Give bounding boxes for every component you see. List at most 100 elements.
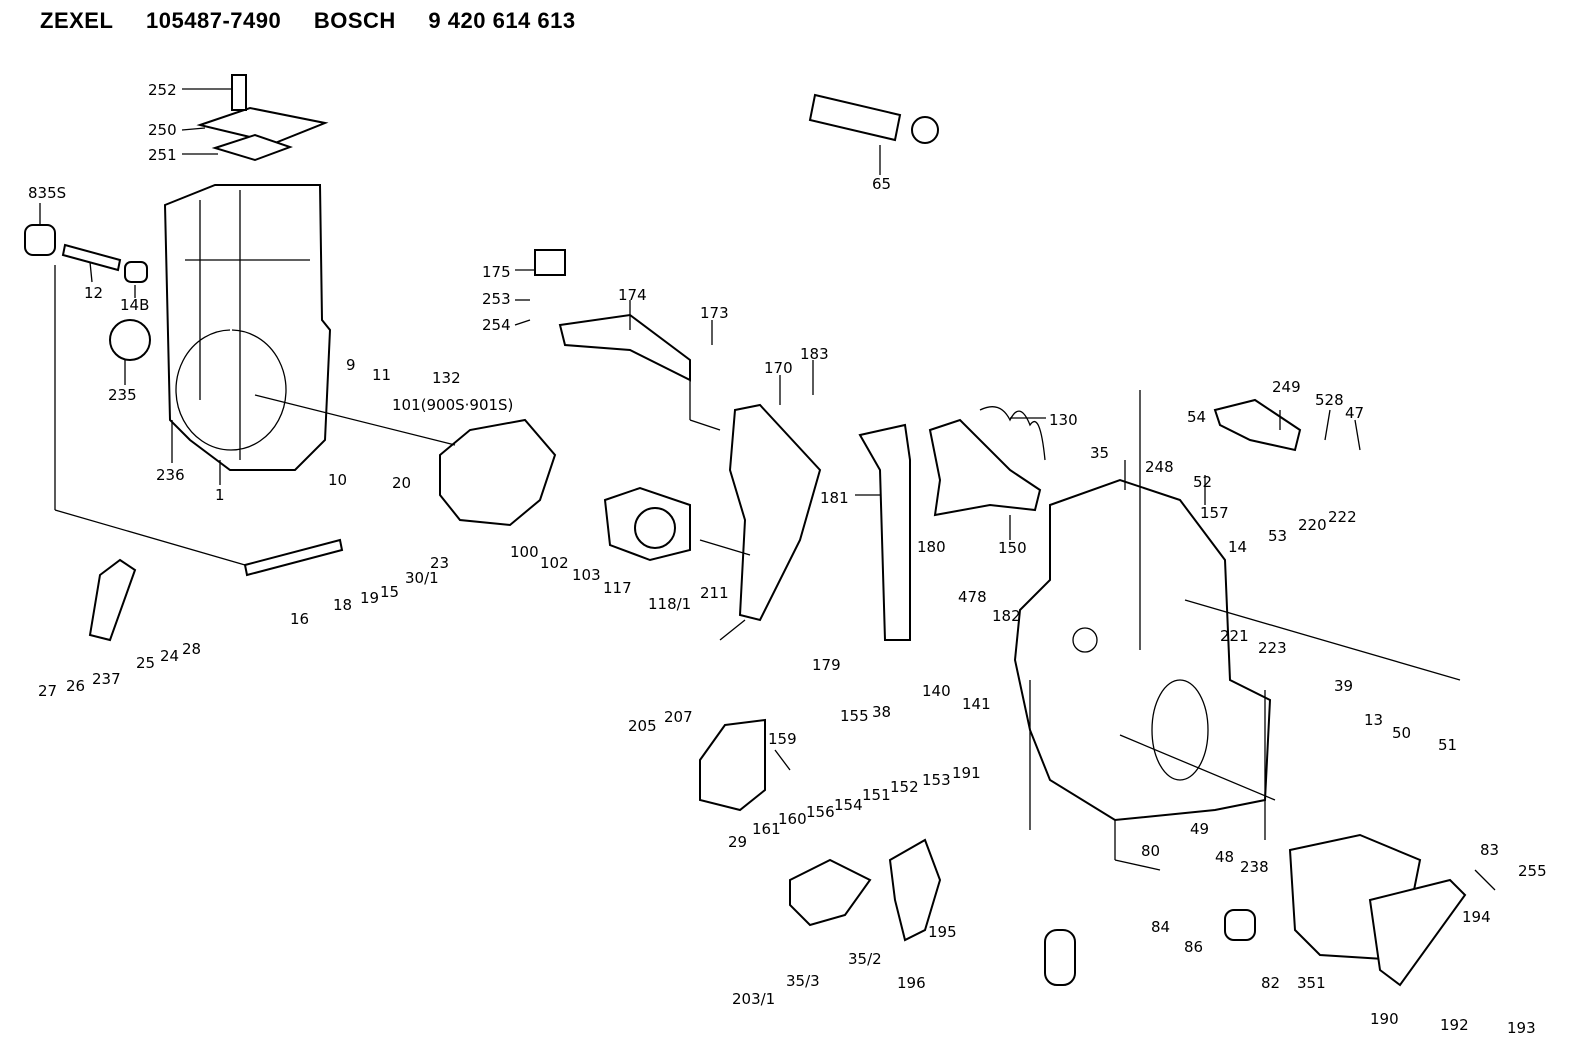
lever-26	[88, 558, 137, 642]
part-label: 194	[1462, 908, 1491, 926]
part-label: 255	[1518, 862, 1547, 880]
part-label: 35	[1090, 444, 1109, 462]
spring-130	[979, 406, 1046, 461]
part-label: 65	[872, 175, 891, 193]
part-label: 83	[1480, 841, 1499, 859]
part-label: 195	[928, 923, 957, 941]
tension-lever-170	[728, 403, 822, 622]
part-label: 196	[897, 974, 926, 992]
plate-255	[1368, 878, 1467, 987]
part-label: 16	[290, 610, 309, 628]
valve-65-end	[911, 116, 939, 144]
bolt-252	[231, 74, 247, 111]
part-label: 190	[1370, 1010, 1399, 1028]
part-label: 52	[1193, 473, 1212, 491]
header-brand-zexel: ZEXEL	[40, 8, 114, 33]
block-175	[534, 249, 566, 276]
part-label: 10	[328, 471, 347, 489]
part-label: 28	[182, 640, 201, 658]
part-label: 100	[510, 543, 539, 561]
part-label: 160	[778, 810, 807, 828]
sleeve-196	[1044, 929, 1076, 986]
part-label: 103	[572, 566, 601, 584]
part-label: 50	[1392, 724, 1411, 742]
part-label: 48	[1215, 848, 1234, 866]
part-label: 86	[1184, 938, 1203, 956]
part-label: 223	[1258, 639, 1287, 657]
part-label: 211	[700, 584, 729, 602]
part-label: 181	[820, 489, 849, 507]
part-label: 183	[800, 345, 829, 363]
valve-65	[808, 93, 902, 142]
part-label: 252	[148, 81, 177, 99]
part-label: 248	[1145, 458, 1174, 476]
governor-housing	[163, 184, 332, 471]
part-label: 24	[160, 647, 179, 665]
part-label: 150	[998, 539, 1027, 557]
lever-190	[888, 838, 942, 942]
part-label: 14	[1228, 538, 1247, 556]
part-label: 27	[38, 682, 57, 700]
part-label: 53	[1268, 527, 1287, 545]
part-label: 12	[84, 284, 103, 302]
part-label: 175	[482, 263, 511, 281]
part-label: 237	[92, 670, 121, 688]
part-label: 236	[156, 466, 185, 484]
part-label: 130	[1049, 411, 1078, 429]
header-part-number-bosch: 9 420 614 613	[428, 8, 576, 33]
part-label: 1	[215, 486, 225, 504]
part-label: 193	[1507, 1019, 1536, 1037]
part-label: 182	[992, 607, 1021, 625]
bracket-193	[789, 858, 872, 927]
part-label: 23	[430, 554, 449, 572]
part-label: 153	[922, 771, 951, 789]
part-label: 102	[540, 554, 569, 572]
header-brand-bosch: BOSCH	[313, 8, 396, 33]
part-label: 39	[1334, 677, 1353, 695]
part-label: 51	[1438, 736, 1457, 754]
part-label: 179	[812, 656, 841, 674]
part-label: 253	[482, 290, 511, 308]
lever-248	[1213, 398, 1302, 452]
part-label: 154	[834, 796, 863, 814]
part-label: 25	[136, 654, 155, 672]
part-label: 835S	[28, 184, 66, 202]
part-label: 101(900S·901S)	[392, 396, 513, 414]
part-label: 203/1	[732, 990, 775, 1008]
part-label: 9	[346, 356, 356, 374]
part-label: 80	[1141, 842, 1160, 860]
part-label: 13	[1364, 711, 1383, 729]
part-label: 159	[768, 730, 797, 748]
part-label: 35/2	[848, 950, 882, 968]
part-label: 157	[1200, 504, 1229, 522]
part-label: 478	[958, 588, 987, 606]
cap-835s	[24, 224, 56, 256]
part-label: 141	[962, 695, 991, 713]
part-label: 30/1	[405, 569, 439, 587]
part-label: 140	[922, 682, 951, 700]
part-label: 156	[806, 803, 835, 821]
part-label: 155	[840, 707, 869, 725]
part-label: 14B	[120, 296, 149, 314]
part-label: 249	[1272, 378, 1301, 396]
part-label: 35/3	[786, 972, 820, 990]
part-label: 132	[432, 369, 461, 387]
part-label: 49	[1190, 820, 1209, 838]
lever-181	[858, 423, 911, 641]
flyweight-assembly	[439, 418, 557, 527]
part-label: 254	[482, 316, 511, 334]
part-label: 170	[764, 359, 793, 377]
cap-835s-lower	[1224, 909, 1256, 941]
part-label: 19	[360, 589, 379, 607]
bolt-12	[61, 243, 122, 272]
diagram-header: ZEXEL 105487-7490 BOSCH 9 420 614 613	[40, 8, 602, 34]
part-label: 18	[333, 596, 352, 614]
gear-235	[109, 319, 151, 361]
part-label: 192	[1440, 1016, 1469, 1034]
part-label: 250	[148, 121, 177, 139]
lever-191	[699, 718, 766, 812]
bracket-150	[928, 418, 1042, 517]
part-label: 84	[1151, 918, 1170, 936]
